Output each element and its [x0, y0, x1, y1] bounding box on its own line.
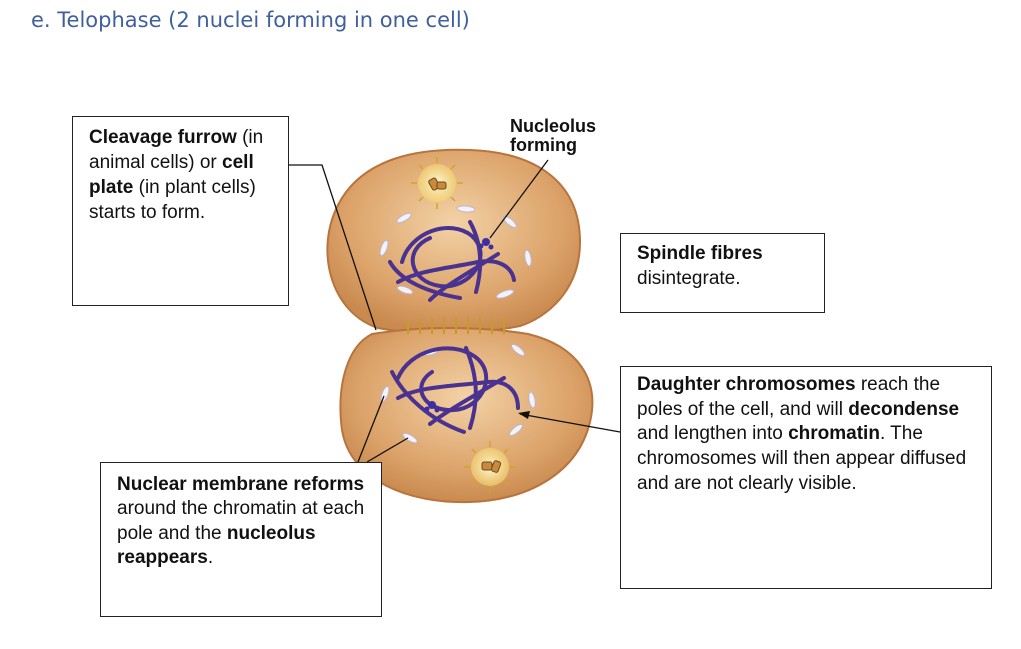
lower-centrosome: [464, 441, 516, 493]
daughter-text-2: and lengthen into: [637, 423, 789, 445]
upper-nucleolus: [478, 238, 494, 250]
spindle-fibres-callout: Spindle fibres disintegrate.: [620, 233, 825, 313]
spindle-term: Spindle fibres: [637, 243, 763, 264]
nucleolus-forming-label: Nucleolus forming: [510, 117, 596, 155]
cell-plate-term: cell plate: [89, 152, 254, 199]
nucleolus-term: nucleolus reappears: [117, 522, 316, 568]
upper-chromatin: [388, 220, 516, 302]
cleavage-furrow-callout: Cleavage furrow (in animal cells) or cel…: [72, 116, 289, 306]
upper-centrosome: [411, 157, 463, 209]
nuclear-text-2: .: [207, 546, 214, 568]
cleavage-term: Cleavage furrow: [89, 127, 237, 148]
cleavage-text-2: (in plant cells) starts to form.: [89, 177, 256, 224]
slide-title: e. Telophase (2 nuclei forming in one ce…: [31, 8, 470, 32]
daughter-text-3: . The chromosomes will then appear diffu…: [637, 423, 967, 494]
cell-plate-ticks: [407, 317, 505, 334]
decondense-term: decondense: [848, 398, 960, 420]
upper-daughter-cell: [326, 148, 582, 335]
daughter-chromosomes-callout: Daughter chromosomes reach the poles of …: [620, 366, 992, 589]
lower-nucleolus: [424, 401, 440, 413]
arrow-head: [518, 411, 530, 419]
chromatin-term: chromatin: [788, 423, 880, 445]
nuclear-text-1: around the chromatin at each pole and th…: [117, 498, 365, 544]
leader-lines: [289, 159, 621, 463]
nucleolus-label-line2: forming: [510, 134, 577, 155]
daughter-text-1: reach the poles of the cell, and will: [637, 374, 941, 420]
spindle-text: disintegrate.: [637, 268, 741, 290]
nucleolus-label-line1: Nucleolus: [510, 116, 597, 136]
nuclear-membrane-callout: Nuclear membrane reforms around the chro…: [100, 462, 382, 617]
lower-chromatin: [390, 346, 520, 434]
daughter-term: Daughter chromosomes: [637, 374, 856, 395]
cleavage-text-1: (in animal cells) or: [89, 127, 264, 174]
nuclear-term: Nuclear membrane reforms: [117, 474, 365, 495]
